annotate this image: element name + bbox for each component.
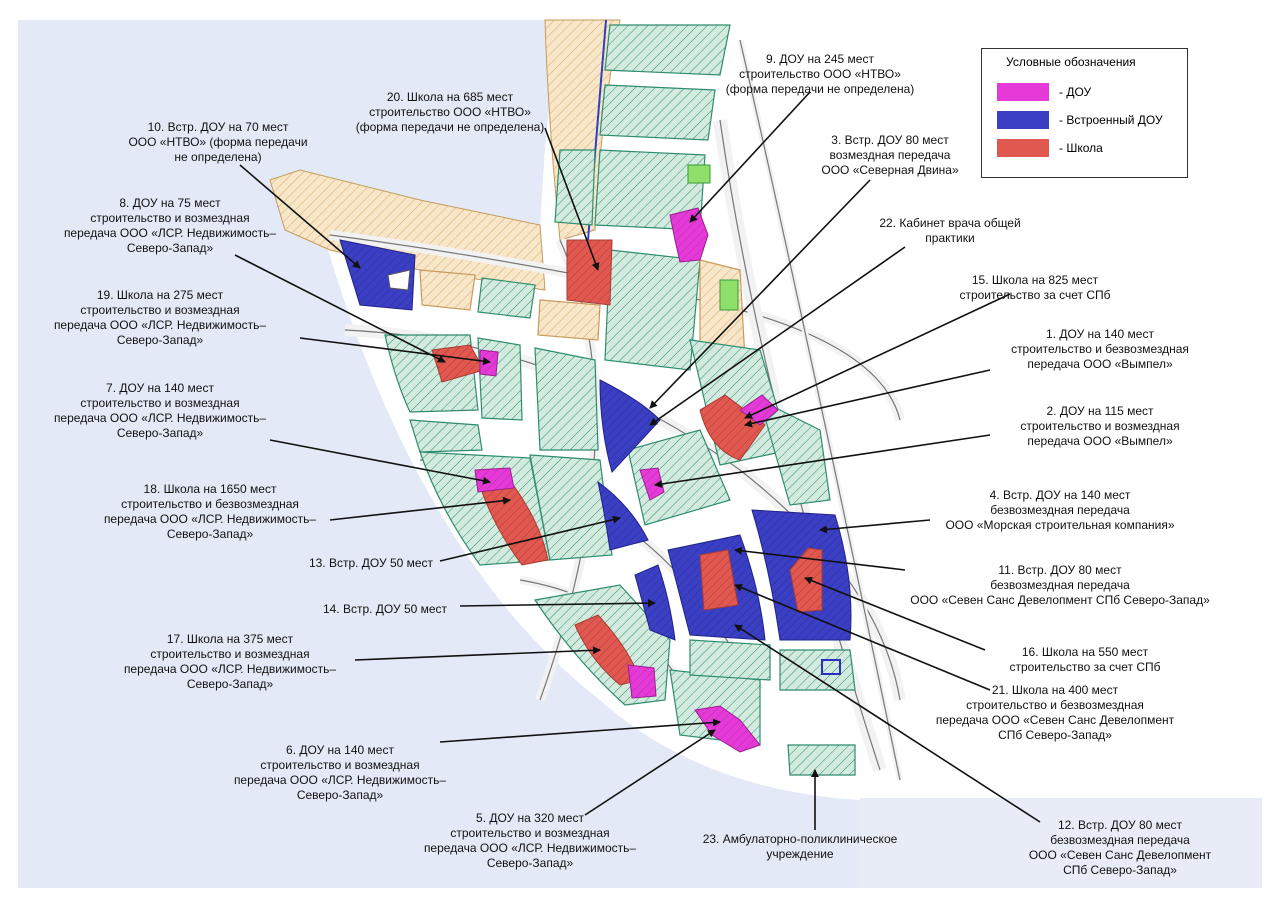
vstr-dou-10: [339, 239, 416, 311]
green-spot: [687, 164, 711, 184]
south-water: [860, 798, 1262, 888]
legend-title: Условные обозначения: [1006, 55, 1136, 69]
leader-line: [459, 599, 656, 608]
leader-lines: [234, 91, 1041, 830]
legend-label-vstr-dou: - Встроенный ДОУ: [1059, 113, 1163, 127]
leader-line: [734, 583, 991, 691]
leader-line: [744, 293, 1011, 419]
legend-label-school: - Школа: [1059, 141, 1103, 155]
school-18: [477, 477, 549, 566]
label-14: 14. Встр. ДОУ 50 мест: [322, 602, 448, 616]
label-13: 13. Встр. ДОУ 50 мест: [308, 556, 434, 570]
leader-line: [819, 519, 931, 534]
leader-line: [544, 127, 600, 271]
legend-label-dou: - ДОУ: [1059, 85, 1092, 99]
leader-line: [269, 439, 491, 485]
vstr-dou-13: [597, 480, 649, 551]
leader-line: [299, 337, 491, 366]
leader-line: [439, 515, 621, 562]
dou-2: [639, 467, 665, 501]
leader-line: [744, 369, 991, 428]
dou-6: [627, 664, 657, 699]
dou-1: [739, 394, 779, 426]
leader-line: [734, 546, 906, 571]
dou-8: [387, 269, 411, 291]
dou-19b: [479, 349, 499, 377]
vstr-dou-22: [821, 659, 841, 675]
dou-9: [669, 207, 709, 263]
leader-line: [689, 91, 811, 223]
leader-line: [734, 624, 1041, 823]
leader-line: [329, 496, 511, 521]
legend-swatch-vstr-dou: [997, 111, 1049, 129]
leader-line: [649, 246, 906, 426]
leader-line: [354, 646, 601, 661]
school-20: [566, 239, 613, 306]
leader-line: [234, 254, 446, 363]
school-15: [699, 394, 766, 461]
leader-line: [649, 179, 871, 409]
leader-line: [654, 434, 991, 488]
dou-7: [474, 467, 515, 493]
legend: Условные обозначения - ДОУ - Встроенный …: [981, 48, 1188, 178]
leader-line: [584, 729, 716, 816]
legend-swatch-dou: [997, 83, 1049, 101]
leader-line: [804, 576, 986, 651]
school-areas: [431, 239, 823, 686]
green-spot: [719, 279, 739, 311]
vstr-dou-3: [599, 379, 661, 473]
legend-swatch-school: [997, 139, 1049, 157]
leader-line: [239, 164, 361, 269]
leader-line: [439, 718, 721, 743]
school-21: [699, 549, 739, 611]
